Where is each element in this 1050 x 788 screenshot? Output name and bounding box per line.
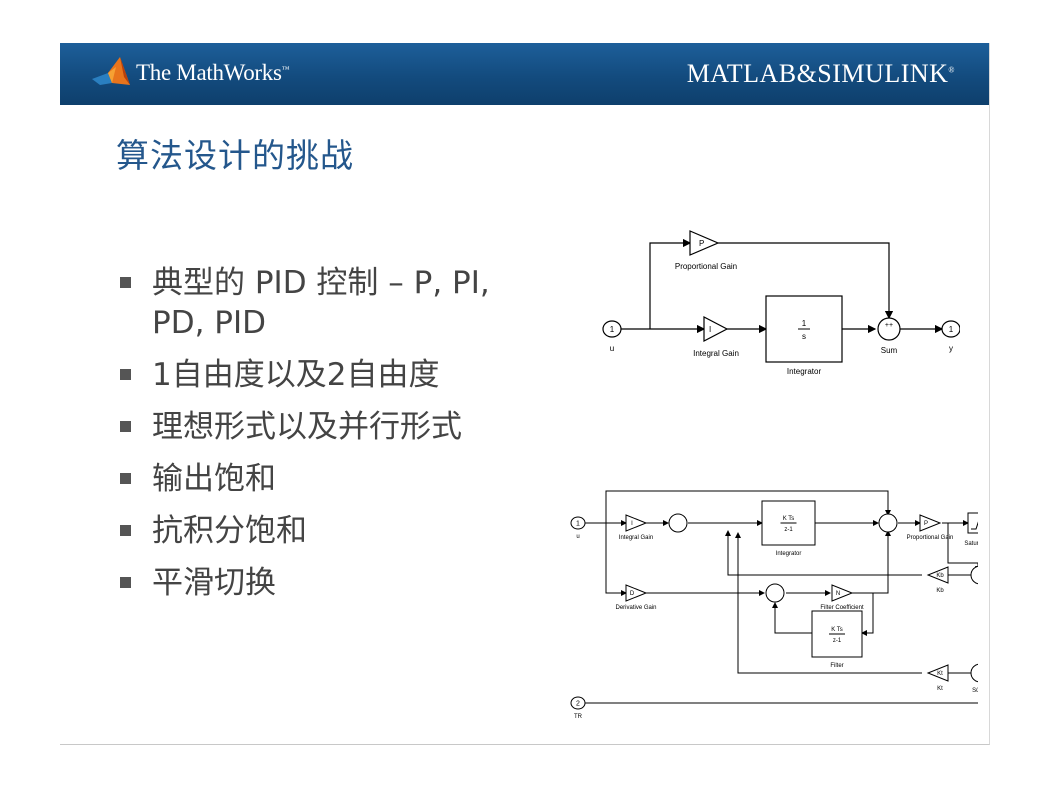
product-brand: MATLAB&SIMULINK®: [686, 59, 955, 88]
filter-coefficient-block: N Filter Coefficient: [820, 584, 864, 611]
saturation-block: Saturation: [964, 512, 978, 547]
kt-gain-block-value: Kt: [937, 671, 943, 677]
kt-gain-block-label: Kt: [937, 686, 943, 692]
sum3-block: Sum3: [970, 663, 978, 694]
derivative-gain-block-value: D: [630, 591, 635, 597]
filter-block-numerator: K Ts: [831, 627, 843, 633]
header-bar: The MathWorks™ MATLAB&SIMULINK®: [60, 43, 989, 105]
derivative-gain-block: D Derivative Gain: [615, 584, 657, 611]
proportional-gain-block: P Proportional Gain: [675, 230, 737, 271]
integrator-block-denominator: z-1: [784, 527, 793, 533]
saturation-label: Saturation: [964, 541, 978, 547]
bullet-item: 抗积分饱和: [118, 511, 548, 551]
bullet-square-icon: [120, 369, 131, 380]
integrator-block: 1 s Integrator: [765, 295, 843, 376]
bullet-item: 输出饱和: [118, 459, 548, 499]
svg-text:1: 1: [949, 325, 954, 334]
sum3-block-label: Sum3: [972, 688, 978, 694]
integrator-block-label: Integrator: [776, 551, 802, 557]
bullet-item: 理想形式以及并行形式: [118, 407, 548, 447]
svg-text:I: I: [709, 325, 711, 334]
derivative-sum-block: [765, 583, 785, 603]
svg-text:Sum: Sum: [881, 346, 898, 355]
svg-text:1: 1: [802, 319, 807, 328]
bullet-square-icon: [120, 277, 131, 288]
bullet-square-icon: [120, 525, 131, 536]
outport-y: 1 y: [941, 320, 960, 353]
inport-u: 1 u: [602, 320, 622, 353]
svg-text:P: P: [699, 239, 704, 248]
svg-text:Proportional Gain: Proportional Gain: [675, 262, 737, 271]
integral-gain-block-label: Integral Gain: [619, 535, 653, 541]
inport-u-label: u: [576, 534, 579, 540]
svg-text:Integrator: Integrator: [787, 367, 822, 376]
inport-tr: 2TR: [570, 696, 586, 720]
filter-block-label: Filter: [830, 663, 843, 669]
bullet-square-icon: [120, 577, 131, 588]
svg-text:++: ++: [885, 322, 893, 329]
integrator-block-numerator: K Ts: [783, 516, 795, 522]
mathworks-logo-icon: [92, 57, 130, 85]
slide-title: 算法设计的挑战: [116, 136, 354, 175]
bullet-item: 平滑切换: [118, 563, 548, 603]
bullet-item: 典型的 PID 控制 – P, PI, PD, PID: [118, 263, 548, 343]
pid-sum-block: [878, 513, 898, 533]
bullet-item: 1自由度以及2自由度: [118, 355, 548, 395]
derivative-gain-block-label: Derivative Gain: [615, 605, 656, 611]
kb-sum-block: [970, 565, 978, 585]
integral-gain-block-value: I: [631, 521, 633, 527]
proportional-gain-block-value: P: [924, 521, 928, 527]
filter-coefficient-block-value: N: [836, 591, 840, 597]
kb-gain-block-label: Kb: [936, 588, 944, 594]
kb-gain-block-value: Kb: [936, 573, 944, 579]
proportional-gain-block-label: Proportional Gain: [907, 535, 954, 541]
integral-gain-block: I Integral Gain: [693, 316, 739, 358]
filter-coefficient-block-label: Filter Coefficient: [820, 605, 864, 611]
bullet-list: 典型的 PID 控制 – P, PI, PD, PID 1自由度以及2自由度 理…: [118, 263, 548, 615]
svg-text:u: u: [610, 344, 614, 353]
slide: The MathWorks™ MATLAB&SIMULINK® 算法设计的挑战 …: [60, 43, 990, 745]
mathworks-brand: The MathWorks™: [90, 55, 289, 91]
filter-block-denominator: z-1: [833, 638, 842, 644]
company-name: The MathWorks™: [136, 60, 290, 85]
inport-u-number: 1: [576, 521, 580, 528]
bullet-square-icon: [120, 421, 131, 432]
svg-text:Integral Gain: Integral Gain: [693, 349, 739, 358]
svg-text:1: 1: [610, 325, 615, 334]
sum-block: ++ Sum: [877, 317, 901, 355]
integral-gain-block: I Integral Gain: [619, 514, 653, 541]
integral-sum-block: [668, 513, 688, 533]
svg-text:s: s: [802, 332, 806, 341]
inport-tr-label: TR: [574, 714, 583, 720]
inport-u: 1u: [570, 516, 586, 540]
pi-block-diagram: 1 u P Proportional Gain I Integral Gain …: [602, 230, 960, 376]
svg-text:y: y: [949, 344, 953, 353]
inport-tr-number: 2: [576, 701, 580, 708]
proportional-gain-block: P Proportional Gain: [907, 514, 954, 541]
bullet-square-icon: [120, 473, 131, 484]
